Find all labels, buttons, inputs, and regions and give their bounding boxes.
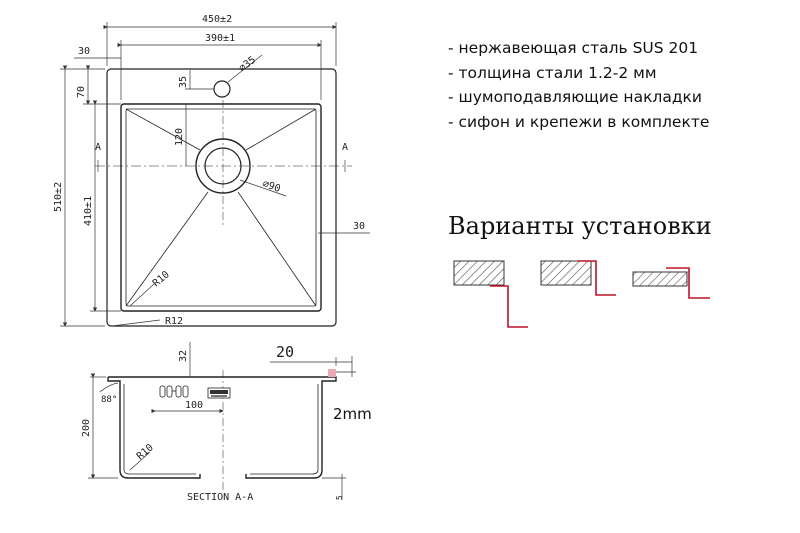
section-mark-left: A	[95, 142, 101, 153]
top-view-dimensions	[60, 22, 370, 327]
noise-pad	[166, 385, 173, 398]
install-variants-title: Варианты установки	[448, 212, 712, 240]
noise-pad	[175, 385, 182, 398]
section-profile	[108, 376, 337, 479]
radius-outer-label: R12	[165, 316, 183, 327]
section-profile-inner-right	[250, 384, 319, 475]
height-outer-label: 510±2	[53, 182, 64, 212]
section-mark-right: A	[342, 142, 348, 153]
edge-marker	[328, 369, 336, 377]
rim-label: 32	[178, 350, 189, 362]
sink-section-view	[107, 369, 337, 490]
spec-item: - нержавеющая сталь SUS 201	[448, 39, 699, 57]
section-label: SECTION A-A	[187, 492, 253, 503]
width-outer-label: 450±2	[202, 14, 232, 25]
sink-outer-outline	[106, 68, 337, 327]
drain-depth-label: 100	[185, 400, 203, 411]
section-radius-label: R10	[135, 442, 156, 462]
flange-label: 20	[276, 343, 294, 361]
bowl-inner-outline	[125, 108, 317, 307]
spec-list: - нержавеющая сталь SUS 201 - толщина ст…	[448, 36, 709, 134]
spec-item: - шумоподавляющие накладки	[448, 88, 702, 106]
width-inner-label: 390±1	[205, 33, 235, 44]
faucet-hole	[213, 80, 231, 98]
slope-line	[125, 108, 201, 151]
height-inner-label: 410±1	[83, 196, 94, 226]
section-profile-left	[107, 377, 201, 479]
install-variant-flush	[540, 260, 616, 296]
bottom-label: 5	[335, 495, 344, 500]
sink-top-view	[95, 68, 352, 327]
depth-offset-label: 70	[76, 86, 87, 98]
drain-diameter-label: ⌀90	[261, 178, 282, 195]
spec-item: - сифон и крепежи в комплекте	[448, 112, 710, 131]
bowl-outer-outline	[120, 103, 322, 312]
section-profile-inner	[123, 384, 196, 475]
hole-diameter-label: ⌀35	[237, 55, 258, 75]
offset-left-label: 30	[78, 46, 90, 57]
slope-line	[237, 191, 317, 307]
angle-label: 88°	[101, 395, 117, 405]
hole-offset-label: 35	[178, 76, 189, 88]
offset-right-label: 30	[353, 221, 365, 232]
install-variant-undermount	[453, 260, 528, 328]
slope-line	[245, 108, 317, 151]
section-dimensions	[88, 342, 356, 500]
install-variant-top	[632, 267, 710, 299]
noise-pad	[182, 385, 189, 398]
spec-item: - толщина стали 1.2-2 мм	[448, 63, 657, 82]
drain-offset-label: 120	[174, 128, 185, 146]
thickness-label: 2mm	[333, 405, 372, 423]
brand-logo	[207, 387, 231, 399]
noise-pad	[159, 385, 166, 398]
depth-label: 200	[81, 419, 92, 437]
slope-line	[125, 191, 209, 307]
radius-inner-label: R10	[151, 269, 172, 289]
